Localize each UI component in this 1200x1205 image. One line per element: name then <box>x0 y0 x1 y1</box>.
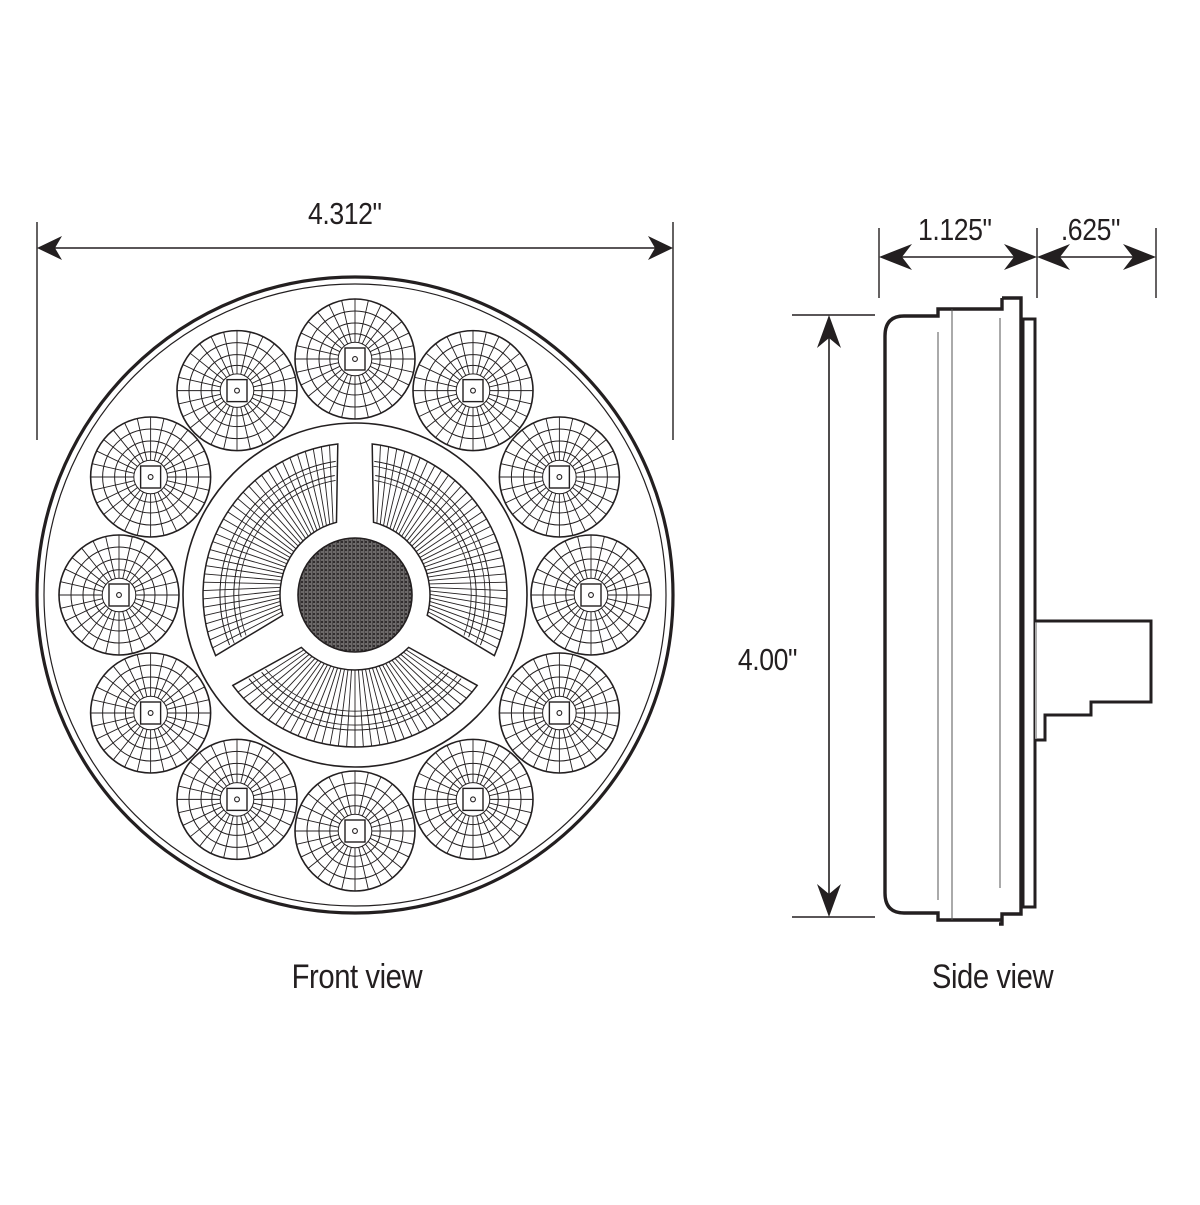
led-chip <box>344 819 366 843</box>
side-view <box>792 228 1157 926</box>
led-lens <box>530 534 652 656</box>
led-chip <box>139 701 162 725</box>
center-lens-segment <box>231 646 479 748</box>
height-dimension-label: 4.00" <box>737 642 798 677</box>
led-chip <box>344 347 366 371</box>
front-view <box>35 222 675 915</box>
front-view-caption: Front view <box>291 958 423 996</box>
arrowhead-left-icon <box>37 236 62 260</box>
led-chip <box>108 583 130 607</box>
led-lens <box>176 329 298 452</box>
led-chip <box>548 465 571 489</box>
housing-profile <box>883 296 1023 926</box>
depth-dimensions <box>878 228 1157 298</box>
center-lens-assembly <box>182 422 528 768</box>
housing-inner-rim <box>43 283 667 907</box>
connector-depth-label: .625" <box>1060 212 1121 247</box>
led-chip <box>462 787 484 812</box>
arrowhead-icon <box>1004 244 1037 270</box>
led-chip <box>462 378 484 403</box>
led-lens <box>89 652 212 774</box>
led-lens <box>89 416 212 538</box>
center-dome <box>297 537 413 653</box>
led-lens <box>498 416 621 538</box>
led-lens <box>294 770 416 892</box>
led-lens <box>58 534 180 656</box>
housing-outer-edge <box>35 275 675 915</box>
arrowhead-icon <box>1123 244 1156 270</box>
back-plate <box>1021 317 1037 909</box>
arrowhead-down-icon <box>817 884 841 917</box>
led-chip <box>580 583 602 607</box>
led-ring <box>58 298 652 892</box>
arrowhead-icon <box>1037 244 1070 270</box>
width-dimension <box>36 222 674 440</box>
arrowhead-up-icon <box>817 315 841 348</box>
arrowhead-right-icon <box>648 236 673 260</box>
led-lens <box>498 652 621 774</box>
led-chip <box>139 465 162 489</box>
height-dimension <box>792 314 875 918</box>
width-dimension-label: 4.312" <box>307 196 382 231</box>
led-lens <box>176 738 298 861</box>
led-chip <box>548 701 571 725</box>
led-lens <box>412 329 534 452</box>
connector-profile <box>1035 619 1153 742</box>
led-chip <box>226 787 248 812</box>
center-lens-segment <box>202 443 339 657</box>
led-lens <box>412 738 534 861</box>
arrowhead-icon <box>879 244 912 270</box>
center-lens-segment <box>371 443 508 657</box>
side-view-caption: Side view <box>931 958 1054 996</box>
led-lens <box>294 298 416 420</box>
housing-depth-label: 1.125" <box>917 212 992 247</box>
led-chip <box>226 378 248 403</box>
